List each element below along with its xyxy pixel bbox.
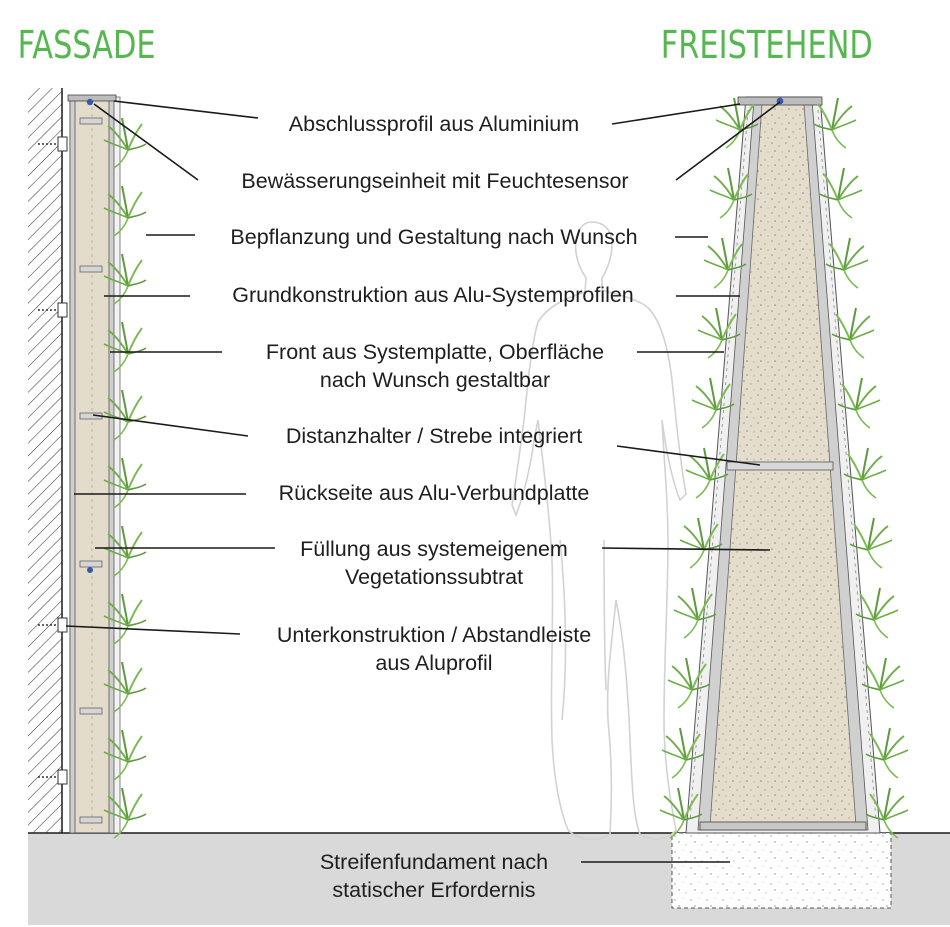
label-front-line2: nach Wunsch gestaltbar	[320, 368, 550, 392]
title-facade: FASSADE	[18, 24, 156, 68]
label-substructure-line2: aus Aluprofil	[375, 651, 492, 675]
label-filling-line2: Vegetationssubtrat	[345, 565, 523, 589]
label-end-profile: Abschlussprofil aus Aluminium	[289, 112, 579, 136]
label-irrigation: Bewässerungseinheit mit Feuchtesensor	[241, 169, 628, 193]
label-spacer: Distanzhalter / Strebe integriert	[286, 424, 582, 448]
label-planting: Bepflanzung und Gestaltung nach Wunsch	[230, 225, 637, 249]
label-base-structure: Grundkonstruktion aus Alu-Systemprofilen	[232, 283, 634, 307]
label-filling-line1: Füllung aus systemeigenem	[300, 537, 568, 561]
freestanding-tower	[685, 96, 881, 834]
title-freestanding: FREISTEHEND	[661, 24, 873, 68]
label-substructure-line1: Unterkonstruktion / Abstandleiste	[277, 623, 591, 647]
building-wall	[28, 88, 62, 833]
label-foundation-line2: statischer Erfordernis	[332, 878, 535, 902]
label-back: Rückseite aus Alu-Verbundplatte	[279, 481, 590, 505]
facade-module	[38, 94, 121, 834]
label-foundation-line1: Streifenfundament nach	[320, 850, 548, 874]
leader-lines	[65, 100, 781, 863]
strip-foundation	[671, 832, 892, 909]
human-silhouette	[511, 221, 687, 841]
label-front-line1: Front aus Systemplatte, Oberfläche	[266, 340, 604, 364]
